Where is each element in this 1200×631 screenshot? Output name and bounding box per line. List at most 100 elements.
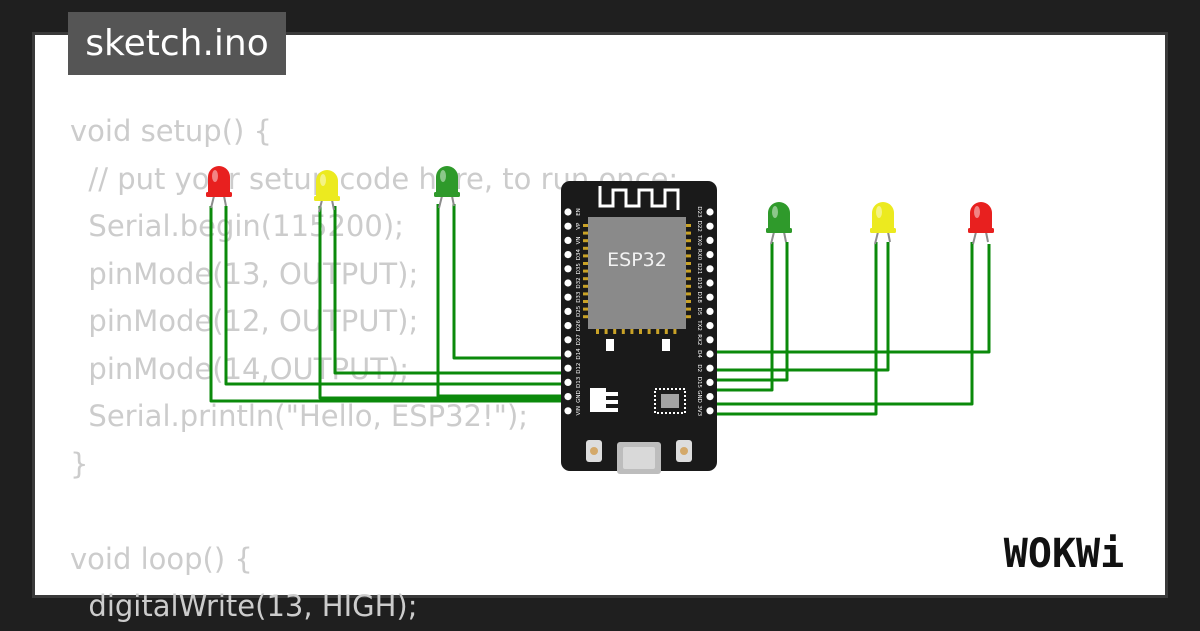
pin-label: EN	[576, 208, 582, 216]
file-tab[interactable]: sketch.ino	[68, 12, 286, 75]
chip-pad	[685, 315, 691, 319]
file-tab-title: sketch.ino	[85, 23, 269, 64]
chip-pad	[685, 284, 691, 288]
chip-pad	[583, 254, 589, 258]
led-highlight	[320, 174, 326, 186]
led-yellow[interactable]	[314, 170, 340, 213]
chip-pad	[685, 269, 691, 273]
led-lens	[316, 170, 338, 200]
usb-uart-chip-body	[661, 394, 679, 408]
header-pin[interactable]	[564, 222, 572, 230]
pin-label: 3V3	[696, 405, 702, 416]
code-line: pinMode(13, OUTPUT);	[70, 256, 419, 291]
header-pin[interactable]	[564, 407, 572, 415]
header-pin[interactable]	[706, 393, 714, 401]
chip-pads	[583, 224, 691, 334]
header-pin[interactable]	[706, 265, 714, 273]
chip-pad	[647, 328, 651, 334]
chip-pad	[596, 328, 599, 334]
led-yellow[interactable]	[870, 202, 896, 245]
chip-pad	[583, 239, 589, 243]
micro-usb-port-inner	[623, 447, 655, 469]
pin-label: D32	[576, 277, 582, 288]
pin-label: RX0	[696, 249, 702, 261]
header-pin[interactable]	[706, 208, 714, 216]
led-red[interactable]	[206, 166, 232, 209]
led-lens	[436, 166, 458, 196]
header-pin[interactable]	[564, 208, 572, 216]
wire	[333, 206, 568, 375]
pin-label: RX2	[696, 334, 702, 345]
pin-label: GND	[696, 390, 702, 403]
led-anode-leg	[331, 199, 335, 211]
header-pin[interactable]	[706, 350, 714, 358]
chip-pad	[685, 300, 691, 303]
header-pin[interactable]	[564, 265, 572, 273]
led-lens	[970, 202, 992, 232]
header-pin[interactable]	[564, 336, 572, 344]
led-lens	[208, 166, 230, 196]
header-pin[interactable]	[564, 251, 572, 259]
led-cathode-leg	[770, 231, 775, 245]
header-pin[interactable]	[706, 307, 714, 315]
chip-pad	[583, 284, 589, 288]
chip-pad	[621, 328, 625, 334]
pin-label: D21	[696, 263, 702, 274]
pin-label: D22	[696, 221, 702, 232]
header-pin[interactable]	[706, 336, 714, 344]
pin-label: D14	[576, 348, 582, 360]
led-rim	[968, 228, 994, 233]
header-pin[interactable]	[706, 222, 714, 230]
smd-component	[606, 339, 614, 351]
led-green[interactable]	[766, 202, 792, 245]
chip-pad	[685, 254, 691, 258]
led-anode-leg	[985, 231, 989, 243]
code-line: void loop() {	[70, 541, 253, 576]
wire	[209, 206, 568, 403]
chip-pad	[583, 292, 589, 296]
code-line: Serial.begin(115200);	[70, 209, 404, 243]
header-pin[interactable]	[564, 293, 572, 301]
header-pin[interactable]	[564, 393, 572, 401]
wire	[710, 242, 974, 406]
header-pin[interactable]	[706, 407, 714, 415]
boot-button-cap	[590, 447, 598, 455]
header-pin[interactable]	[564, 364, 572, 372]
pin-label: D25	[576, 305, 582, 317]
header-pin[interactable]	[706, 251, 714, 259]
pin-label: TX2	[696, 319, 702, 331]
header-pin[interactable]	[564, 279, 572, 287]
chip-pad	[583, 269, 589, 273]
header-pin[interactable]	[564, 350, 572, 358]
header-pin[interactable]	[706, 378, 714, 386]
wire	[224, 206, 568, 386]
led-anode-leg	[451, 195, 455, 207]
header-pin[interactable]	[706, 279, 714, 287]
chip-pad	[583, 307, 589, 311]
header-pins: ENVPVND34D35D32D33D25D26D27D14D12D13GNDV…	[564, 206, 714, 417]
header-pin[interactable]	[564, 307, 572, 315]
led-red[interactable]	[968, 202, 994, 245]
header-pin[interactable]	[564, 322, 572, 330]
pin-label: VIN	[576, 406, 582, 416]
led-cathode-leg	[438, 195, 443, 209]
chip-pad	[685, 277, 691, 281]
code-line: digitalWrite(13, HIGH);	[70, 589, 418, 623]
pin-label: D13	[576, 376, 582, 388]
chip-shield	[588, 217, 686, 329]
header-pin[interactable]	[706, 322, 714, 330]
led-highlight	[212, 170, 218, 182]
header-pin[interactable]	[706, 293, 714, 301]
header-pin[interactable]	[564, 378, 572, 386]
pin-label: TX0	[696, 234, 702, 246]
header-pin[interactable]	[564, 236, 572, 244]
header-pin[interactable]	[706, 236, 714, 244]
header-pin[interactable]	[706, 364, 714, 372]
leds	[206, 166, 994, 245]
led-green[interactable]	[434, 166, 460, 209]
wifi-antenna-icon	[598, 186, 680, 210]
esp32-board[interactable]: ESP32 ENVPVND34D35D32D33D25D26D27D14D12D…	[561, 181, 717, 474]
pin-label: VP	[576, 222, 582, 230]
pin-label: D34	[576, 248, 582, 260]
